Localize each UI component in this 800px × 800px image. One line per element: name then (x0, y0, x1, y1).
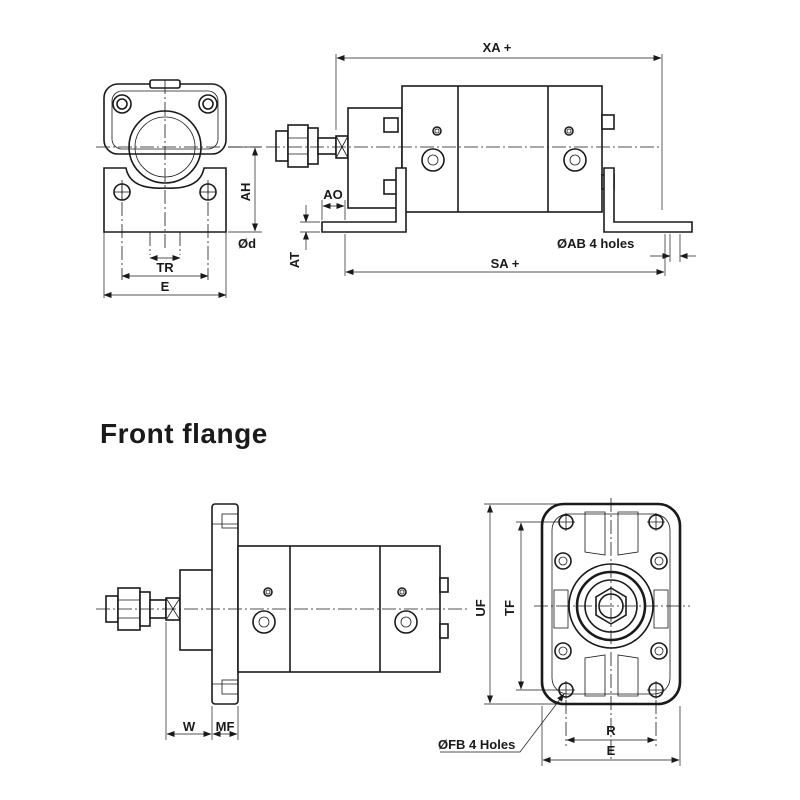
flange-end-view: UF TF R E ØFB 4 Holes (438, 498, 690, 766)
dim-tr: TR (156, 260, 174, 275)
dim-fb-holes: ØFB 4 Holes (438, 737, 515, 752)
dim-ab-holes: ØAB 4 holes (557, 236, 634, 251)
flange-bolt-hole-icon (557, 513, 575, 531)
tie-rod-hole-icon (554, 642, 572, 660)
foot-side-view: XA + AO AT SA + ØAB 4 holes (266, 40, 696, 276)
air-port-icon (252, 610, 276, 634)
corner-screw-icon (112, 94, 132, 114)
foot-end-view: AH Ød TR E (96, 79, 262, 298)
dim-tf: TF (502, 600, 517, 616)
flange-bolt-hole-icon (557, 681, 575, 699)
tie-rod-hole-icon (650, 642, 668, 660)
dim-ah: AH (238, 183, 253, 202)
dim-r: R (606, 723, 616, 738)
section-title: Front flange (100, 418, 268, 449)
tie-rod-hole-icon (650, 552, 668, 570)
flange-bolt-hole-icon (647, 513, 665, 531)
tie-rod-hole-icon (554, 552, 572, 570)
flange-side-view: W MF (96, 503, 470, 740)
dim-at: AT (287, 252, 302, 268)
screw-icon (564, 126, 574, 136)
dim-sa: SA + (491, 256, 520, 271)
corner-screw-icon (198, 94, 218, 114)
dim-mf: MF (216, 719, 235, 734)
dim-e-top: E (161, 279, 170, 294)
dim-e-bottom: E (607, 743, 616, 758)
screw-icon (263, 587, 273, 597)
flange-bolt-hole-icon (647, 681, 665, 699)
dim-uf: UF (473, 599, 488, 616)
air-port-icon (421, 148, 445, 172)
dim-w: W (183, 719, 196, 734)
air-port-icon (563, 148, 587, 172)
air-port-icon (394, 610, 418, 634)
dim-xa: XA + (483, 40, 512, 55)
screw-icon (432, 126, 442, 136)
dim-ao: AO (323, 187, 343, 202)
dim-d: Ød (238, 236, 256, 251)
screw-icon (397, 587, 407, 597)
